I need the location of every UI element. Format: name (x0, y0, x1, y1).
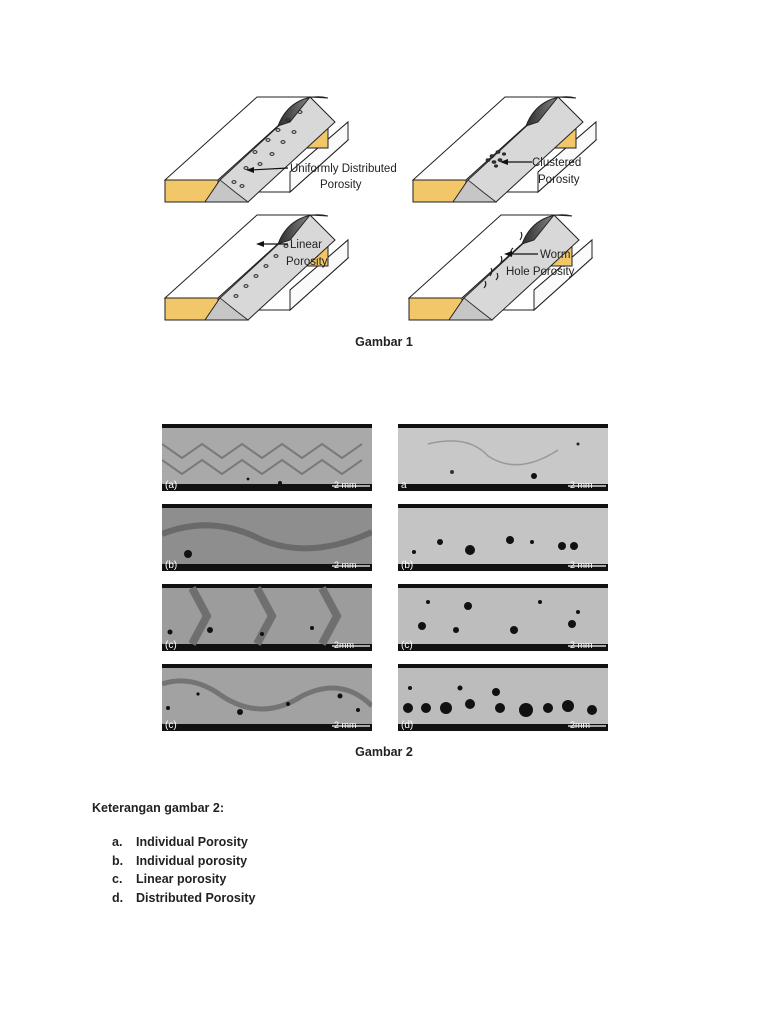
uniform-label-line1: Uniformly Distributed (290, 163, 397, 175)
panel-letter: (b) (401, 560, 413, 571)
panel-letter: (c) (401, 640, 413, 651)
micrograph-panel: (b) 2 mm (398, 504, 608, 571)
list-marker: b. (112, 853, 124, 868)
figure-2-caption: Gambar 2 (355, 745, 413, 759)
list-item-text: Linear porosity (136, 872, 227, 887)
scale-bar-label: 2 mm (334, 480, 357, 490)
list-marker: d. (112, 890, 124, 905)
worm-hole-porosity-diagram: Worm Hole Porosity (408, 214, 593, 321)
figure-1-porosity-diagrams: Uniformly Distributed Porosity Clustered… (160, 92, 608, 328)
clustered-label-line1: Clustered (532, 157, 581, 169)
figure-1-caption: Gambar 1 (355, 335, 413, 349)
worm-label-line2: Hole Porosity (506, 266, 575, 278)
list-item-text: Individual Porosity (136, 835, 248, 849)
micrograph-panel: (c) 2 mm (398, 584, 608, 651)
linear-porosity-diagram: Linear Porosity (164, 214, 349, 321)
panel-letter: a (401, 480, 407, 491)
list-item: d. Distributed Porosity (92, 889, 255, 908)
worm-label-line1: Worm (540, 249, 570, 261)
scale-bar-label: 2 mm (570, 640, 593, 650)
micrograph-panel: (c) 2mm (162, 584, 372, 651)
scale-bar-label: 2 mm (334, 720, 357, 730)
list-marker: a. (112, 835, 123, 849)
scale-bar-label: 2 mm (334, 560, 357, 570)
panel-letter: (a) (165, 480, 177, 491)
scale-bar-label: 2mm (334, 640, 354, 650)
notes-list: a. Individual Porosity b. Individual poros… (92, 833, 255, 907)
clustered-porosity-diagram: Clustered Porosity (412, 96, 597, 203)
clustered-label-line2: Porosity (538, 174, 580, 186)
panel-letter: (d) (401, 720, 413, 731)
figure-2-notes: Keterangan gambar 2: a. Individual Porosi… (92, 801, 255, 907)
notes-heading: Keterangan gambar 2: (92, 801, 224, 815)
list-item-text: Individual porosity (136, 853, 248, 868)
micrograph-panel: (b) 2 mm (162, 504, 372, 571)
list-marker: c. (112, 872, 123, 887)
micrograph-panel: (c) 2 mm (162, 664, 372, 731)
micrograph-panel: (d) 2mm (398, 664, 608, 731)
figure-2-micrographs: (a) 2 mm a 2 mm (b) 2 mm (162, 424, 610, 734)
scale-bar-label: 2mm (570, 720, 590, 730)
linear-label-line1: Linear (290, 239, 322, 251)
list-item: b. Individual porosity (92, 852, 255, 871)
scale-bar-label: 2 mm (570, 560, 593, 570)
panel-letter: (b) (165, 560, 177, 571)
micrograph-panel: (a) 2 mm (162, 424, 372, 491)
list-item: c. Linear porosity (92, 870, 255, 889)
panel-letter: (c) (165, 720, 177, 731)
uniform-label-line2: Porosity (320, 179, 362, 191)
uniform-porosity-diagram: Uniformly Distributed Porosity (164, 96, 397, 203)
linear-label-line2: Porosity (286, 256, 328, 268)
panel-letter: (c) (165, 640, 177, 651)
list-item: a. Individual Porosity (92, 833, 255, 852)
list-item-text: Distributed Porosity (136, 890, 256, 905)
micrograph-panel: a 2 mm (398, 424, 608, 491)
scale-bar-label: 2 mm (570, 480, 593, 490)
